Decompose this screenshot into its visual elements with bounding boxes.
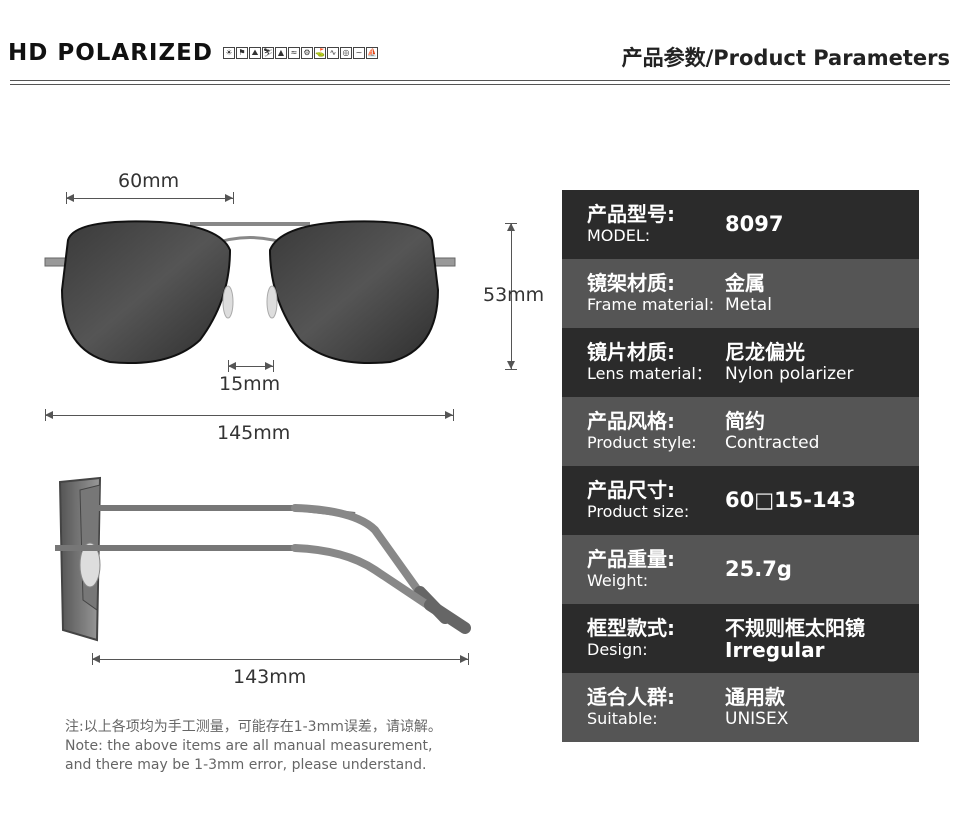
arrow-left-icon [45, 411, 53, 419]
param-label-zh: 产品尺寸: [587, 478, 675, 502]
param-value-en: Irregular [725, 638, 825, 662]
param-value: 8097 [725, 212, 784, 236]
lens-height-label: 53mm [483, 284, 545, 306]
param-row-size: 产品尺寸:Product size: 60□15-143 [562, 466, 919, 535]
param-value: 不规则框太阳镜 [725, 616, 865, 640]
note-en-line1: Note: the above items are all manual mea… [65, 738, 433, 754]
param-label-en: Weight: [587, 571, 649, 590]
param-label-en: Product style: [587, 433, 697, 452]
arrow-up-icon [507, 223, 515, 231]
param-label-zh: 框型款式: [587, 616, 675, 640]
page-title: 产品参数/Product Parameters [621, 46, 950, 70]
param-value: 25.7g [725, 557, 792, 581]
bridge-line [228, 366, 273, 367]
param-label-zh: 产品风格: [587, 409, 675, 433]
param-row-model: 产品型号:MODEL: 8097 [562, 190, 919, 259]
param-value: 通用款 [725, 685, 785, 709]
param-value: 金属 [725, 271, 765, 295]
ski-icon: ⛷ [261, 47, 274, 59]
param-label-en: Frame material: [587, 295, 715, 314]
run-icon: ⚑ [235, 47, 248, 59]
param-value: 60□15-143 [725, 488, 856, 512]
arrow-right-icon [225, 194, 233, 202]
tick [468, 653, 469, 665]
swim-icon: ∿ [326, 47, 339, 59]
tick [228, 360, 229, 372]
tick [505, 223, 517, 224]
param-value-en: Metal [725, 295, 772, 315]
param-row-weight: 产品重量:Weight: 25.7g [562, 535, 919, 604]
param-label-en: Suitable: [587, 709, 658, 728]
note-zh: 注:以上各项均为手工测量，可能存在1-3mm误差，请谅解。 [65, 719, 442, 735]
drive-icon: ◎ [339, 47, 352, 59]
surf-icon: ~ [352, 47, 365, 59]
lens-width-line [66, 198, 233, 199]
param-label-zh: 镜架材质: [587, 271, 675, 295]
arrow-right-icon [460, 655, 468, 663]
param-label-zh: 产品重量: [587, 547, 675, 571]
tick [505, 369, 517, 370]
brand-title: HD POLARIZED [8, 40, 213, 66]
param-label-zh: 镜片材质: [587, 340, 675, 364]
tick [45, 409, 46, 421]
lens-height-line [511, 223, 512, 369]
glasses-side-image [55, 476, 471, 642]
golf-icon: ⛳ [313, 47, 326, 59]
arrow-left-icon [92, 655, 100, 663]
header-left: HD POLARIZED ☀ ⚑ ⛰ ⛷ ▲ ≈ ⚙ ⛳ ∿ ◎ ~ ⛵ [8, 40, 378, 66]
note-en-line2: and there may be 1-3mm error, please und… [65, 757, 427, 773]
activity-icon-strip: ☀ ⚑ ⛰ ⛷ ▲ ≈ ⚙ ⛳ ∿ ◎ ~ ⛵ [222, 47, 378, 59]
param-label-en: MODEL: [587, 226, 651, 245]
arrow-left-icon [66, 194, 74, 202]
param-label-zh: 产品型号: [587, 202, 675, 226]
climb-icon: ▲ [274, 47, 287, 59]
measurement-note: 注:以上各项均为手工测量，可能存在1-3mm误差，请谅解。 Note: the … [65, 718, 442, 775]
divider [10, 80, 950, 81]
parameters-table: 产品型号:MODEL: 8097 镜架材质:Frame material: 金属… [562, 190, 919, 742]
param-label-zh: 适合人群: [587, 685, 675, 709]
tick [233, 192, 234, 204]
param-label-en: Design: [587, 640, 648, 659]
fish-icon: ≈ [287, 47, 300, 59]
lens-width-label: 60mm [118, 170, 180, 192]
param-value: 简约 [725, 409, 765, 433]
hike-icon: ⛰ [248, 47, 261, 59]
arrow-down-icon [507, 361, 515, 369]
param-value-en: UNISEX [725, 709, 789, 729]
tick [66, 192, 67, 204]
tick [92, 653, 93, 665]
sun-icon: ☀ [222, 47, 235, 59]
param-value-en: Contracted [725, 433, 820, 453]
tick [453, 409, 454, 421]
temple-length-line [92, 659, 468, 660]
frame-width-label: 145mm [217, 422, 291, 444]
param-value: 尼龙偏光 [725, 340, 805, 364]
param-label-en: Product size: [587, 502, 690, 521]
divider [10, 84, 950, 85]
glasses-front-image [44, 220, 456, 365]
arrow-left-icon [228, 362, 236, 370]
tick [273, 360, 274, 372]
arrow-right-icon [445, 411, 453, 419]
arrow-right-icon [265, 362, 273, 370]
bridge-label: 15mm [219, 373, 281, 395]
frame-width-line [45, 415, 453, 416]
param-label-en: Lens material： [587, 364, 712, 383]
bike-icon: ⚙ [300, 47, 313, 59]
sail-icon: ⛵ [365, 47, 378, 59]
param-value-en: Nylon polarizer [725, 364, 854, 384]
temple-length-label: 143mm [233, 666, 307, 688]
